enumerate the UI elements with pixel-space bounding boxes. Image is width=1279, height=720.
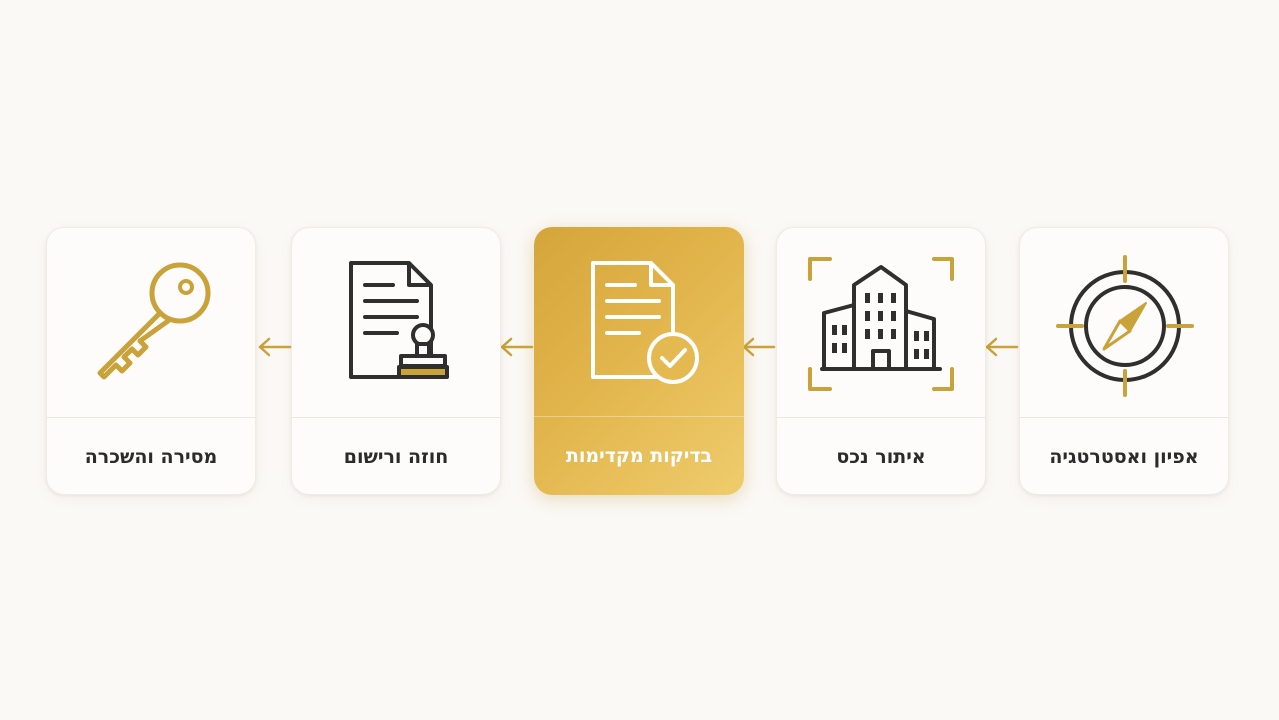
step-label: אפיון ואסטרטגיה (1049, 446, 1199, 468)
step-card-strategy: אפיון ואסטרטגיה (1019, 227, 1229, 495)
document-check-icon (591, 261, 699, 384)
buildings-icon (808, 257, 954, 391)
arrow-left-icon (256, 336, 292, 358)
step-label: חוזה ורישום (343, 446, 449, 468)
arrow-left-icon (498, 336, 534, 358)
compass-icon (1056, 255, 1194, 397)
step-card-handover-rental: מסירה והשכרה (46, 227, 256, 495)
step-card-preliminary-checks: בדיקות מקדימות (534, 227, 744, 495)
step-label: בדיקות מקדימות (565, 445, 713, 467)
step-card-locate-property: איתור נכס (776, 227, 986, 495)
step-card-contract-registration: חוזה ורישום (291, 227, 501, 495)
arrow-left-icon (740, 336, 776, 358)
key-icon (97, 262, 211, 380)
arrow-left-icon (983, 336, 1019, 358)
step-label: איתור נכס (836, 446, 926, 468)
step-label: מסירה והשכרה (84, 446, 218, 468)
contract-stamp-icon (349, 261, 449, 379)
